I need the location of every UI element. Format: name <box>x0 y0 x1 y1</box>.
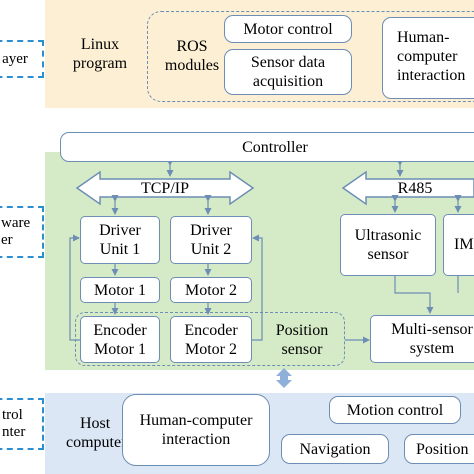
ros-modules-label: ROS modules <box>156 34 228 78</box>
r485-label: R485 <box>380 179 450 197</box>
driver-unit-1-box: Driver Unit 1 <box>80 216 160 264</box>
motor-1-label: Motor 1 <box>94 281 146 299</box>
position-sensor-line1: Position <box>275 322 329 339</box>
host-computer-line1: Host <box>80 415 111 432</box>
host-computer-line2: computer <box>66 434 127 451</box>
sensor-data-acquisition-line1: Sensor data <box>250 54 326 71</box>
tcp-ip-label: TCP/IP <box>115 179 215 197</box>
control-layer-tag: trol nter <box>0 398 44 450</box>
driver-unit-2-box: Driver Unit 2 <box>170 216 252 264</box>
hardware-layer-tag: ware er <box>0 206 44 258</box>
linux-program-line2: program <box>72 55 128 72</box>
hci-module-line2: computer <box>397 48 458 65</box>
multi-sensor-system-box: Multi-sensor system <box>370 315 474 363</box>
r485-bus-arrow <box>341 170 474 206</box>
control-layer-tag-line2: nter <box>2 424 26 440</box>
r485-text: R485 <box>397 179 433 197</box>
encoder-motor-2-box: Encoder Motor 2 <box>170 316 252 363</box>
ultrasonic-multisensor-link <box>394 276 434 314</box>
linux-program-label: Linux program <box>60 32 140 76</box>
ultrasonic-sensor-line2: sensor <box>367 246 409 263</box>
application-layer-tag: ayer <box>0 40 44 78</box>
driver-unit-2-line2: Unit 2 <box>190 241 232 258</box>
host-computer-label: Host computer <box>66 414 126 458</box>
layer-link-arrow-bottom <box>276 368 292 388</box>
sensor-data-acquisition-module: Sensor data acquisition <box>224 49 352 95</box>
sensor-data-acquisition-line2: acquisition <box>252 73 324 90</box>
position-label: Position <box>416 441 469 458</box>
motor-control-module: Motor control <box>224 15 352 43</box>
multi-sensor-system-line2: system <box>409 340 455 357</box>
position-sensor-group <box>75 312 345 366</box>
ros-modules-line1: ROS <box>176 38 208 55</box>
encoder-motor-1-box: Encoder Motor 1 <box>80 316 160 363</box>
controller-box: Controller <box>60 132 474 162</box>
control-hci-box: Human-computer interaction <box>122 394 270 466</box>
hardware-layer-tag-line2: er <box>1 232 13 248</box>
navigation-box: Navigation <box>281 434 389 464</box>
linux-program-line1: Linux <box>80 36 120 53</box>
motion-control-label: Motion control <box>346 401 444 419</box>
imu-label: IM <box>454 236 474 253</box>
controller-label: Controller <box>242 138 308 156</box>
motion-control-box: Motion control <box>329 396 461 424</box>
navigation-label: Navigation <box>299 440 371 458</box>
motor-2-box: Motor 2 <box>170 277 252 303</box>
motor-2-label: Motor 2 <box>185 281 237 299</box>
ultrasonic-sensor-line1: Ultrasonic <box>354 227 422 244</box>
hardware-layer-tag-line1: ware <box>1 215 31 231</box>
motor-control-module-label: Motor control <box>243 20 333 38</box>
control-hci-line1: Human-computer <box>139 412 253 429</box>
motor-1-box: Motor 1 <box>80 277 160 303</box>
control-hci-line2: interaction <box>161 431 231 448</box>
driver-unit-1-line1: Driver <box>99 222 141 239</box>
ros-modules-line2: modules <box>164 57 220 74</box>
encoder-motor-1-line1: Encoder <box>93 321 147 339</box>
position-box: Position <box>404 434 474 464</box>
imu-box: IM <box>443 214 474 276</box>
encoder2-feedback-link <box>252 234 263 341</box>
position-sensor-line2: sensor <box>281 341 323 358</box>
encoder-motor-2-line1: Encoder <box>184 321 238 339</box>
hci-module-line3: interaction <box>397 67 466 84</box>
position-sensor-label: Position sensor <box>262 318 342 362</box>
tcp-ip-text: TCP/IP <box>140 179 189 197</box>
human-computer-interaction-module: Human- computer interaction <box>382 17 474 99</box>
encoder-motor-1-line2: Motor 1 <box>94 340 146 358</box>
application-layer-tag-text: ayer <box>2 50 28 67</box>
driver-unit-1-line2: Unit 1 <box>99 241 141 258</box>
encoder-motor-2-line2: Motor 2 <box>185 340 237 358</box>
multi-sensor-system-line1: Multi-sensor <box>391 321 473 338</box>
ros-modules-group <box>147 11 474 102</box>
hci-module-line1: Human- <box>397 29 450 46</box>
driver-unit-2-line1: Driver <box>190 222 232 239</box>
ultrasonic-sensor-box: Ultrasonic sensor <box>340 214 436 276</box>
control-layer-tag-line1: trol <box>2 407 23 423</box>
